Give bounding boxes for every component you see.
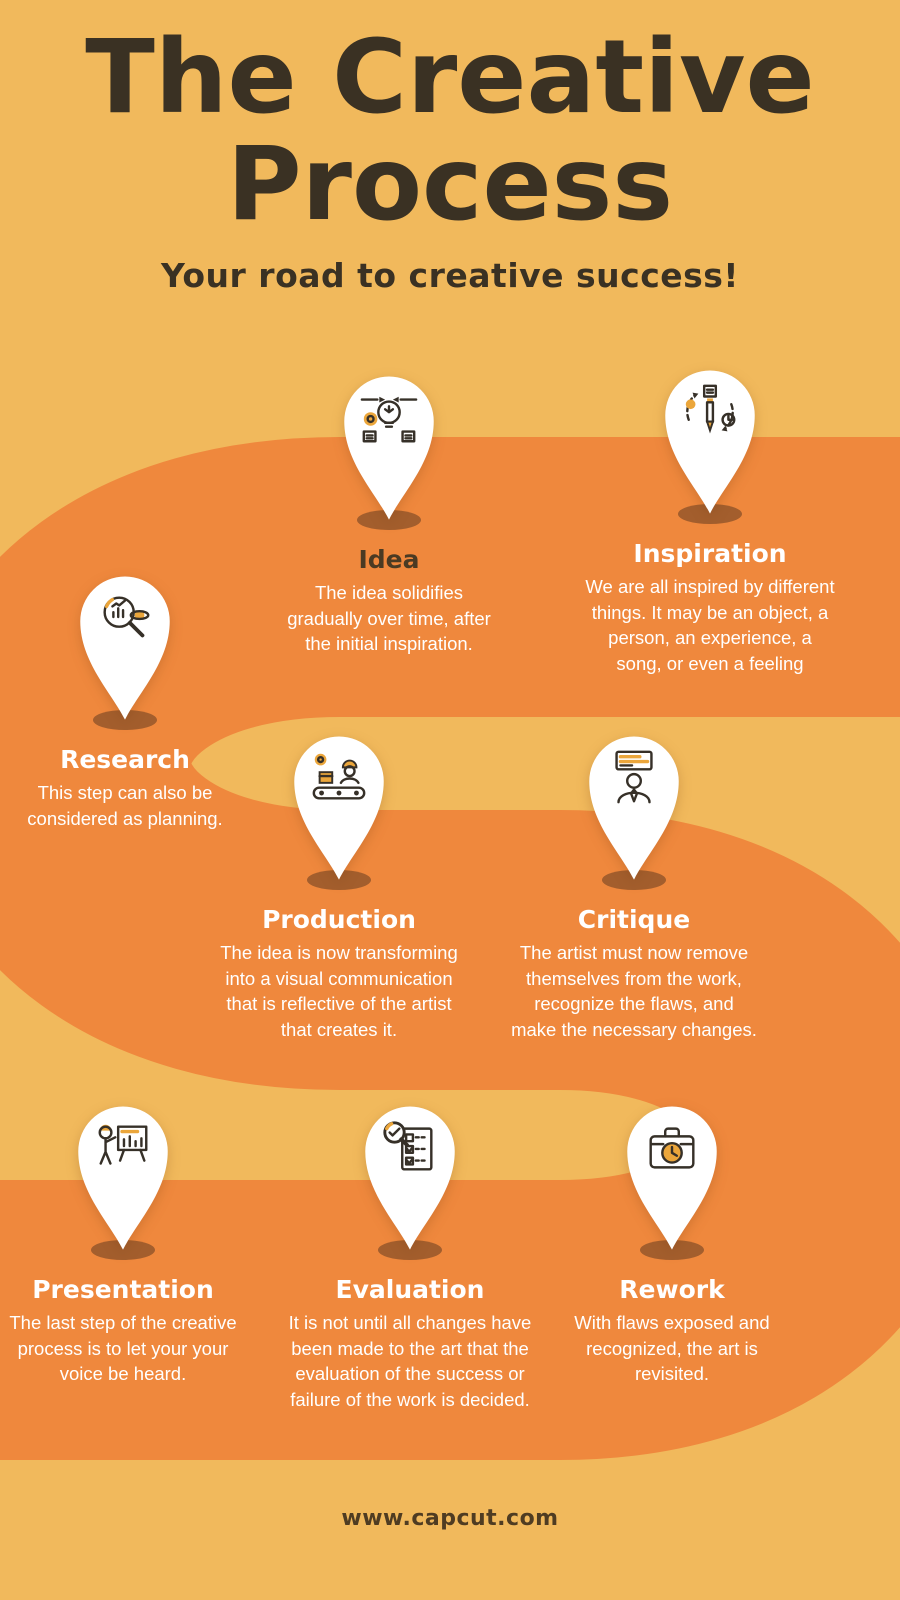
step-title: Production <box>262 905 416 934</box>
idea-icon <box>360 396 418 443</box>
map-pin <box>578 732 690 883</box>
step-description: The idea is now transforming into a visu… <box>220 942 458 1040</box>
map-pin <box>67 1102 179 1253</box>
pin-shadow <box>91 1240 155 1260</box>
step-description: The last step of the creative process is… <box>9 1312 237 1385</box>
step-title: Rework <box>619 1275 725 1304</box>
pin-shadow <box>602 870 666 890</box>
page-title-line1: The Creative <box>85 18 815 137</box>
step-rework: Rework With flaws exposed and recognized… <box>553 1102 791 1387</box>
pin-shadow <box>378 1240 442 1260</box>
footer-url: www.capcut.com <box>341 1506 559 1531</box>
pin-shadow <box>678 504 742 524</box>
pin-shadow <box>357 510 421 530</box>
step-description: It is not until all changes have been ma… <box>288 1312 532 1410</box>
pin-shadow <box>640 1240 704 1260</box>
pin-shape <box>294 736 384 880</box>
step-research: Research This step can also be considere… <box>16 572 234 831</box>
step-description: With flaws exposed and recognized, the a… <box>574 1312 770 1385</box>
production-icon <box>312 753 366 800</box>
pin-shape <box>589 736 679 880</box>
header: The Creative Process Your road to creati… <box>0 24 900 295</box>
step-description: The artist must now remove themselves fr… <box>511 942 757 1040</box>
inspiration-icon <box>685 384 736 434</box>
step-inspiration: Inspiration We are all inspired by diffe… <box>583 366 837 676</box>
map-pin <box>69 572 181 723</box>
step-title: Presentation <box>32 1275 214 1304</box>
page-title: The Creative Process <box>0 24 900 238</box>
step-description: The idea solidifies gradually over time,… <box>287 582 491 655</box>
step-description: This step can also be considered as plan… <box>27 782 223 829</box>
map-pin <box>654 366 766 517</box>
step-production: Production The idea is now transforming … <box>220 732 458 1042</box>
pin-shadow <box>307 870 371 890</box>
step-idea: Idea The idea solidifies gradually over … <box>280 372 498 657</box>
step-evaluation: Evaluation It is not until all changes h… <box>286 1102 534 1412</box>
map-pin <box>333 372 445 523</box>
research-icon <box>103 596 150 638</box>
step-description: We are all inspired by different things.… <box>585 576 835 674</box>
step-title: Research <box>60 745 190 774</box>
evaluation-icon <box>383 1121 433 1171</box>
step-critique: Critique The artist must now remove them… <box>510 732 758 1042</box>
critique-icon <box>615 750 653 804</box>
rework-icon <box>649 1127 695 1169</box>
pin-shadow <box>93 710 157 730</box>
step-title: Evaluation <box>335 1275 485 1304</box>
step-presentation: Presentation The last step of the creati… <box>6 1102 240 1387</box>
page-title-line2: Process <box>226 125 674 245</box>
map-pin <box>283 732 395 883</box>
step-title: Inspiration <box>633 539 787 568</box>
step-title: Critique <box>577 905 691 934</box>
pin-shape <box>344 376 434 520</box>
map-pin <box>616 1102 728 1253</box>
page-subtitle: Your road to creative success! <box>161 256 739 296</box>
step-title: Idea <box>358 545 420 574</box>
map-pin <box>354 1102 466 1253</box>
presentation-icon <box>98 1124 148 1165</box>
